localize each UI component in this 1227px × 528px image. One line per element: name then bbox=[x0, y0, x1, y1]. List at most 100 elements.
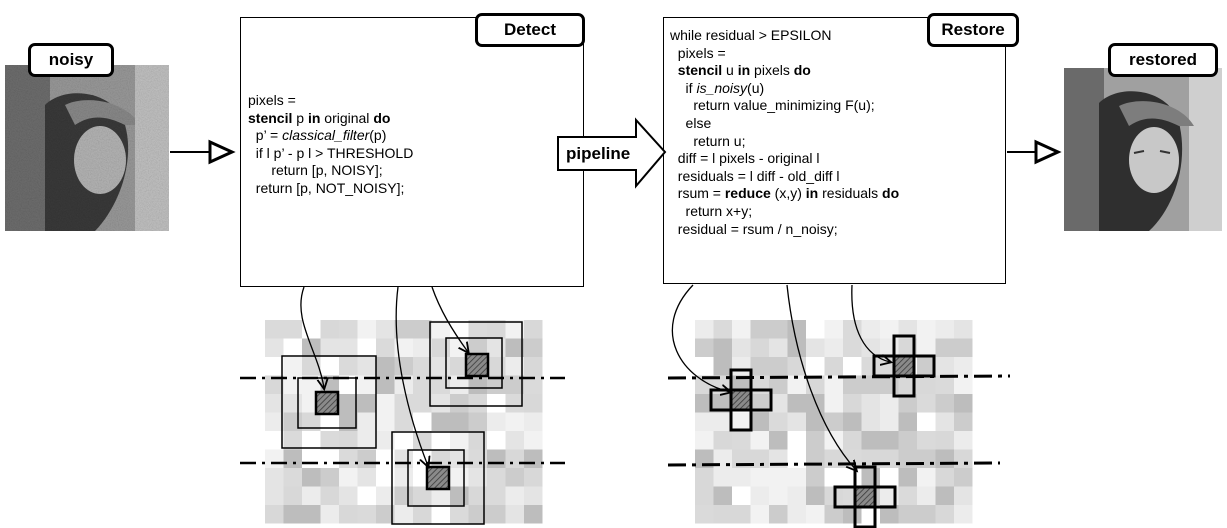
pixel-cell bbox=[394, 431, 413, 450]
pixel-cell bbox=[394, 412, 413, 431]
pixel-cell bbox=[954, 486, 973, 505]
pixel-cell bbox=[302, 412, 321, 431]
pixel-cell bbox=[806, 357, 825, 376]
pixel-cell bbox=[843, 320, 862, 339]
pixel-cell bbox=[265, 375, 284, 394]
pixel-cell bbox=[413, 338, 432, 357]
pixel-cell bbox=[787, 468, 806, 487]
detect-title: Detect bbox=[475, 13, 585, 47]
pixel-cell bbox=[450, 449, 469, 468]
pixel-cell bbox=[468, 449, 487, 468]
stencil-cross-cell bbox=[833, 485, 857, 509]
pixel-cell bbox=[713, 412, 732, 431]
pixel-cell bbox=[695, 357, 714, 376]
pixel-cell bbox=[954, 505, 973, 524]
pixel-cell bbox=[431, 338, 450, 357]
pixel-cell bbox=[806, 486, 825, 505]
pixel-cell bbox=[732, 394, 751, 413]
pixel-cell bbox=[376, 320, 395, 339]
pixel-cell bbox=[954, 357, 973, 376]
pixel-cell bbox=[954, 320, 973, 339]
pixel-cell bbox=[283, 338, 302, 357]
pixel-cell bbox=[505, 338, 524, 357]
stencil-cross-cell bbox=[873, 485, 897, 509]
pixel-cell bbox=[487, 412, 506, 431]
pixel-cell bbox=[431, 357, 450, 376]
pixel-cell bbox=[431, 320, 450, 339]
pixel-cell bbox=[450, 486, 469, 505]
pixel-cell bbox=[339, 505, 358, 524]
pixel-cell bbox=[320, 412, 339, 431]
pixel-cell bbox=[302, 486, 321, 505]
pixel-cell bbox=[450, 412, 469, 431]
pixel-cell bbox=[750, 357, 769, 376]
pixel-cell bbox=[880, 338, 899, 357]
pixel-cell bbox=[787, 431, 806, 450]
pixel-cell bbox=[880, 431, 899, 450]
pixel-cell bbox=[413, 375, 432, 394]
pixel-cell bbox=[750, 412, 769, 431]
pixel-cell bbox=[713, 431, 732, 450]
pixel-cell bbox=[468, 357, 487, 376]
stencil-cross-cell bbox=[853, 485, 877, 509]
pixel-cell bbox=[824, 357, 843, 376]
pixel-cell bbox=[524, 468, 543, 487]
pixel-cell bbox=[787, 449, 806, 468]
pixel-cell bbox=[917, 505, 936, 524]
pixel-cell bbox=[935, 375, 954, 394]
pixel-cell bbox=[824, 431, 843, 450]
pixel-cell bbox=[880, 505, 899, 524]
pixel-cell bbox=[413, 320, 432, 339]
pixel-cell bbox=[505, 394, 524, 413]
pixel-cell bbox=[750, 431, 769, 450]
pixel-cell bbox=[861, 375, 880, 394]
stencil-cross-cell bbox=[729, 388, 753, 412]
pixel-cell bbox=[339, 431, 358, 450]
pixel-cell bbox=[320, 468, 339, 487]
pixel-cell bbox=[954, 449, 973, 468]
pixel-cell bbox=[431, 486, 450, 505]
pixel-cell bbox=[732, 449, 751, 468]
pixel-cell bbox=[787, 338, 806, 357]
pixel-cell bbox=[750, 486, 769, 505]
pixel-cell bbox=[394, 468, 413, 487]
pixel-cell bbox=[898, 394, 917, 413]
code-line: p’ = classical_filter(p) bbox=[248, 127, 387, 144]
pixel-cell bbox=[806, 338, 825, 357]
pixel-cell bbox=[917, 486, 936, 505]
pixel-cell bbox=[898, 320, 917, 339]
pixel-cell bbox=[487, 486, 506, 505]
pixel-cell bbox=[320, 394, 339, 413]
code-line: stencil u in pixels do bbox=[677, 62, 811, 79]
pixel-cell bbox=[750, 468, 769, 487]
pixel-cell bbox=[339, 357, 358, 376]
pixel-cell bbox=[283, 320, 302, 339]
pixel-cell bbox=[713, 375, 732, 394]
pixel-cell bbox=[935, 486, 954, 505]
pixel-cell bbox=[843, 486, 862, 505]
pixel-cell bbox=[487, 394, 506, 413]
pixel-cell bbox=[524, 486, 543, 505]
pixel-cell bbox=[357, 394, 376, 413]
pixel-cell bbox=[487, 375, 506, 394]
pixel-cell bbox=[750, 375, 769, 394]
pixel-cell bbox=[487, 338, 506, 357]
pixel-cell bbox=[394, 375, 413, 394]
pixel-cell bbox=[935, 449, 954, 468]
pixel-cell bbox=[505, 320, 524, 339]
pixel-cell bbox=[265, 338, 284, 357]
pixel-cell bbox=[468, 375, 487, 394]
pixel-cell bbox=[917, 412, 936, 431]
pixel-cell bbox=[713, 357, 732, 376]
pixel-cell bbox=[265, 412, 284, 431]
stencil-cross-cell bbox=[912, 354, 936, 378]
pixel-cell bbox=[357, 357, 376, 376]
pixel-cell bbox=[861, 486, 880, 505]
stencil-cross-cell bbox=[872, 354, 896, 378]
pixel-cell bbox=[732, 357, 751, 376]
code-line: else bbox=[670, 114, 712, 131]
pixel-cell bbox=[750, 505, 769, 524]
code-line: diff = l pixels - original l bbox=[670, 150, 820, 167]
pixel-cell bbox=[787, 394, 806, 413]
pixel-cell bbox=[843, 375, 862, 394]
